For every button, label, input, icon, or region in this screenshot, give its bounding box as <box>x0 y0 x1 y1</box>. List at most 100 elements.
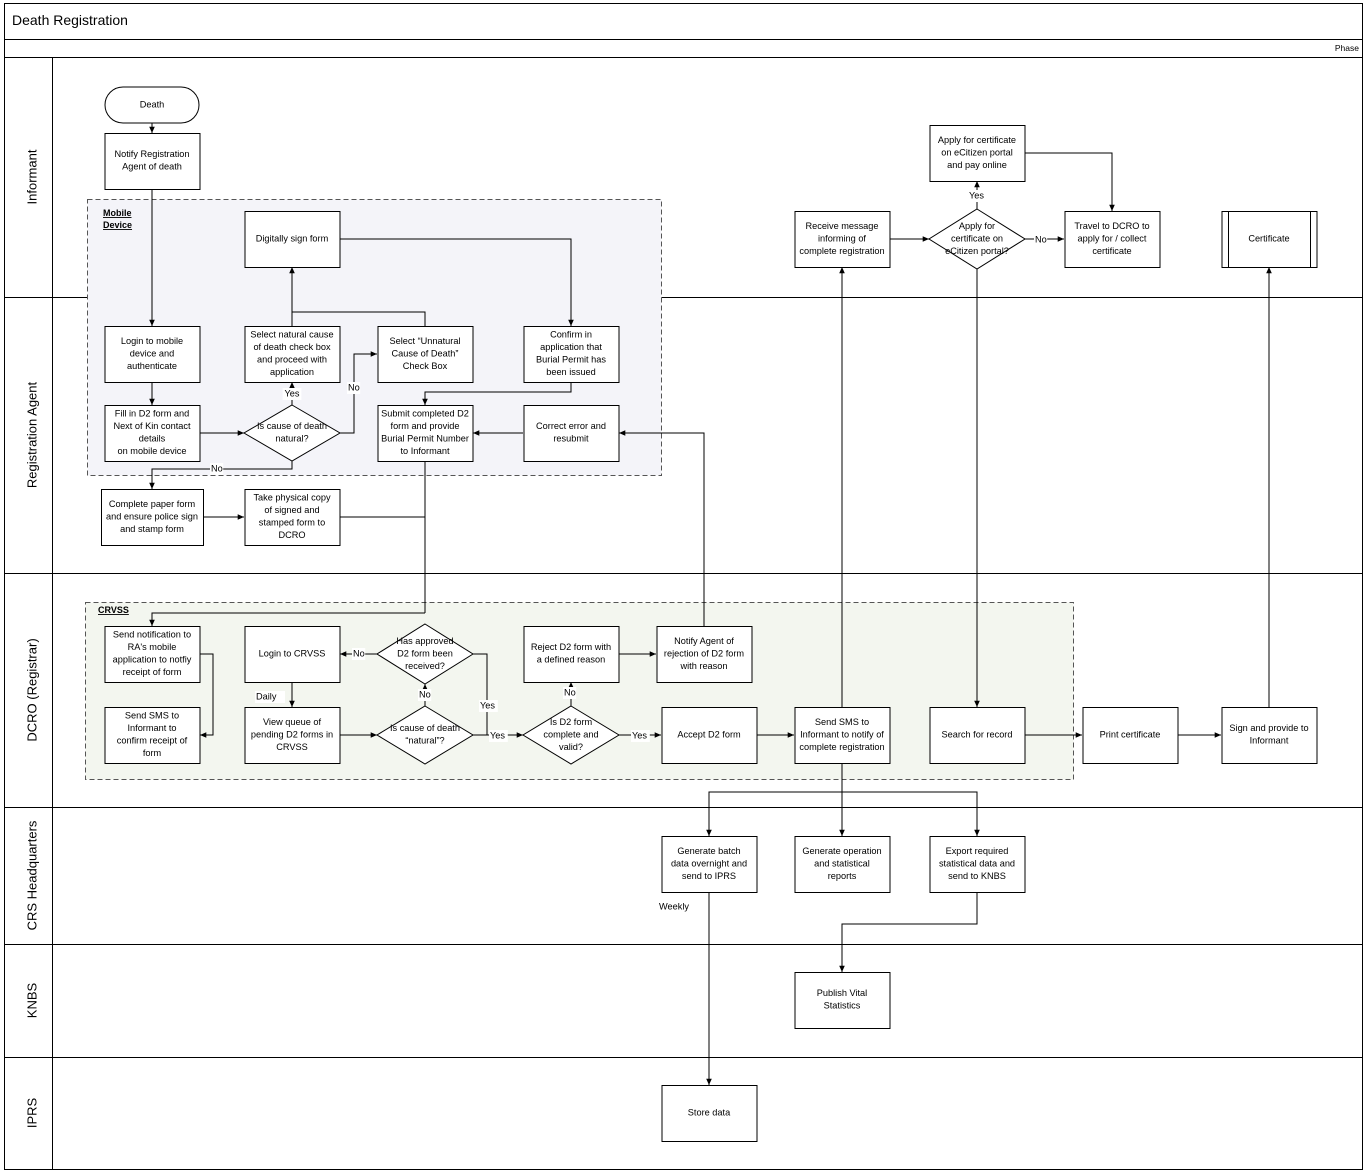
node-text: DCRO <box>278 530 305 540</box>
node-text: Has approved <box>396 636 453 646</box>
node-text: device and <box>130 348 174 358</box>
edge-label-yes-natural2: Yes <box>490 730 505 740</box>
node-text: Informant <box>1250 736 1289 746</box>
edge-sendnotif-sms <box>200 653 214 738</box>
node-text: receipt of form <box>123 667 182 677</box>
node-text: reports <box>828 871 857 881</box>
node-text: Burial Permit has <box>536 355 606 365</box>
node-text: View queue of <box>263 717 322 727</box>
node-text: Death <box>140 99 165 109</box>
node-text: and pay online <box>947 160 1007 170</box>
node-text: of death check box <box>253 342 331 352</box>
node-death: Death <box>104 86 200 124</box>
edges <box>149 123 1272 1085</box>
node-text: Complete paper form <box>109 499 196 509</box>
edge-label-bg <box>563 687 577 699</box>
lane-label-informant: Informant <box>24 149 39 204</box>
node-text: apply for / collect <box>1078 233 1147 243</box>
edge-label-bg <box>479 700 498 712</box>
node-text: Informant to <box>127 723 176 733</box>
edge-label-bg <box>347 382 361 394</box>
node-text: Select “Unnatural <box>390 336 461 346</box>
edge-label-daily: Daily <box>256 691 277 701</box>
node-text: Send SMS to <box>815 717 869 727</box>
node-text: application to notfiy <box>113 655 192 665</box>
lane-label-knbs: KNBS <box>24 982 39 1018</box>
node-text: Store data <box>688 1107 731 1117</box>
edge-label-bg <box>418 689 432 701</box>
node-text: Publish Vital <box>817 988 867 998</box>
edge-label-no-received: No <box>353 648 365 658</box>
node-text: Generate operation <box>802 846 881 856</box>
node-text: Notify Agent of <box>674 636 734 646</box>
node-text: Send notification to <box>113 630 191 640</box>
node-text: been issued <box>546 367 596 377</box>
node-text: a defined reason <box>537 655 605 665</box>
node-text: Generate batch <box>677 846 740 856</box>
edge-label-bg <box>255 691 285 703</box>
node-text: Search for record <box>942 729 1013 739</box>
node-text: complete registration <box>799 742 884 752</box>
group-label-crvss: CRVSS <box>98 605 129 615</box>
edge-label-bg <box>968 190 987 202</box>
node-text: complete registration <box>799 246 884 256</box>
node-text: RA's mobile <box>128 642 177 652</box>
node-text: Agent of death <box>122 162 182 172</box>
node-text: Apply for <box>959 221 995 231</box>
edge-label-yes-natural: Yes <box>285 388 300 398</box>
node-text: details <box>139 434 166 444</box>
lane-label-dcro: DCRO (Registrar) <box>24 638 39 741</box>
node-export-knbs: Export required statistical data and send … <box>929 836 1026 893</box>
node-text: application <box>270 367 314 377</box>
node-text: Print certificate <box>1100 729 1161 739</box>
node-text: informing of <box>818 233 866 243</box>
node-reject-d2: Reject D2 form with a defined reason <box>523 626 620 683</box>
node-text: and ensure police sign <box>106 511 198 521</box>
node-certificate: Certificate <box>1221 211 1318 268</box>
node-text: form and provide <box>391 421 460 431</box>
edge-label-bg <box>282 388 302 400</box>
edge-online-travel <box>1025 152 1115 211</box>
edge-label-bg <box>210 463 224 475</box>
node-text: statistical data and <box>939 858 1015 868</box>
node-text: certificate <box>1092 246 1131 256</box>
node-digital-sign: Digitally sign form <box>244 211 341 268</box>
edge-label-yes-received: Yes <box>480 700 495 710</box>
node-text: Cause of Death” <box>392 348 459 358</box>
edge-label-bg <box>1034 234 1048 246</box>
edge-bus-batch <box>706 791 842 836</box>
node-text: Export required <box>946 846 1009 856</box>
node-text: rejection of D2 form <box>664 648 745 658</box>
node-text: send to KNBS <box>948 871 1006 881</box>
node-text: stamped form to <box>259 518 325 528</box>
lane-label-agent: Registration Agent <box>24 381 39 488</box>
node-text: send to IPRS <box>682 871 736 881</box>
edge-bus-export <box>842 791 980 836</box>
node-text: Take physical copy <box>253 493 331 503</box>
node-text: certificate on <box>951 233 1003 243</box>
node-text: on mobile device <box>118 446 187 456</box>
node-text: Is D2 form <box>550 717 593 727</box>
diagram-frame <box>4 3 1363 1170</box>
lane-label-iprs: IPRS <box>24 1098 39 1129</box>
node-text: natural? <box>275 434 308 444</box>
node-text: resubmit <box>553 434 589 444</box>
edge-label-bg <box>489 730 508 742</box>
node-text: valid? <box>559 742 583 752</box>
node-text: with reason <box>680 661 728 671</box>
node-text: Reject D2 form with <box>531 642 611 652</box>
node-text: Receive message <box>805 221 878 231</box>
node-text: complete and <box>543 729 598 739</box>
